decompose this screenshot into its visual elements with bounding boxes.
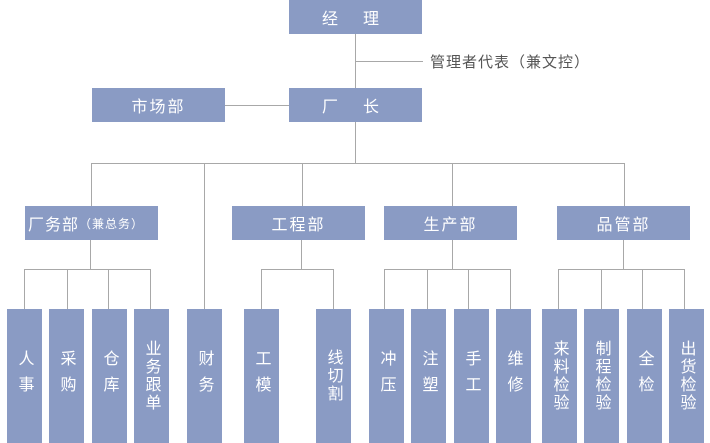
drop-full-inspection	[642, 269, 643, 309]
node-factory-director: 厂 长	[289, 88, 422, 122]
node-factory-affairs: 厂务部（兼总务）	[25, 206, 158, 240]
node-process-inspection: 制程检验	[584, 309, 619, 443]
node-hr: 人事	[7, 309, 42, 443]
stem-factory-affairs	[90, 240, 91, 269]
node-management-rep: 管理者代表（兼文控）	[430, 53, 591, 71]
node-manual: 手工	[454, 309, 489, 443]
stem-production	[452, 240, 453, 269]
connector-director-bus	[355, 122, 356, 163]
drop-warehouse	[108, 269, 109, 309]
connector-marketing	[224, 105, 290, 106]
bus-factory-affairs	[24, 269, 151, 270]
node-warehouse: 仓库	[92, 309, 127, 443]
drop-process-inspection	[601, 269, 602, 309]
node-engineering: 工程部	[232, 206, 365, 240]
node-incoming-inspection: 来料检验	[542, 309, 577, 443]
drop-factory-affairs	[91, 163, 92, 206]
node-wire-cutting: 线切割	[316, 309, 351, 443]
node-quality: 品管部	[557, 206, 690, 240]
node-full-inspection: 全检	[627, 309, 662, 443]
stem-engineering	[301, 240, 302, 269]
factory-affairs-note: （兼总务）	[79, 216, 145, 231]
node-maintenance: 维修	[496, 309, 531, 443]
bus-production	[384, 269, 511, 270]
node-injection: 注塑	[411, 309, 446, 443]
drop-production	[452, 163, 453, 206]
drop-quality	[624, 163, 625, 206]
drop-purchasing	[67, 269, 68, 309]
drop-engineering	[302, 163, 303, 206]
bus-engineering	[261, 269, 334, 270]
node-finance: 财务	[187, 309, 222, 443]
factory-affairs-label: 厂务部	[28, 215, 80, 234]
node-tooling: 工模	[244, 309, 279, 443]
drop-tooling	[261, 269, 262, 309]
node-purchasing: 采购	[49, 309, 84, 443]
node-order-follow: 业务跟单	[134, 309, 169, 443]
drop-hr	[24, 269, 25, 309]
main-bus	[91, 163, 625, 164]
drop-stamping	[384, 269, 385, 309]
node-production: 生产部	[384, 206, 517, 240]
stem-quality	[623, 240, 624, 269]
connector-management-rep	[355, 61, 423, 62]
drop-finance	[204, 163, 205, 309]
drop-wire-cutting	[333, 269, 334, 309]
drop-manual	[468, 269, 469, 309]
node-shipping-inspection: 出货检验	[669, 309, 704, 443]
node-marketing: 市场部	[92, 88, 225, 122]
bus-quality	[558, 269, 685, 270]
drop-maintenance	[510, 269, 511, 309]
drop-incoming-inspection	[558, 269, 559, 309]
node-stamping: 冲压	[369, 309, 404, 443]
drop-injection	[427, 269, 428, 309]
drop-order-follow	[150, 269, 151, 309]
drop-shipping-inspection	[684, 269, 685, 309]
node-manager: 经 理	[289, 0, 422, 34]
